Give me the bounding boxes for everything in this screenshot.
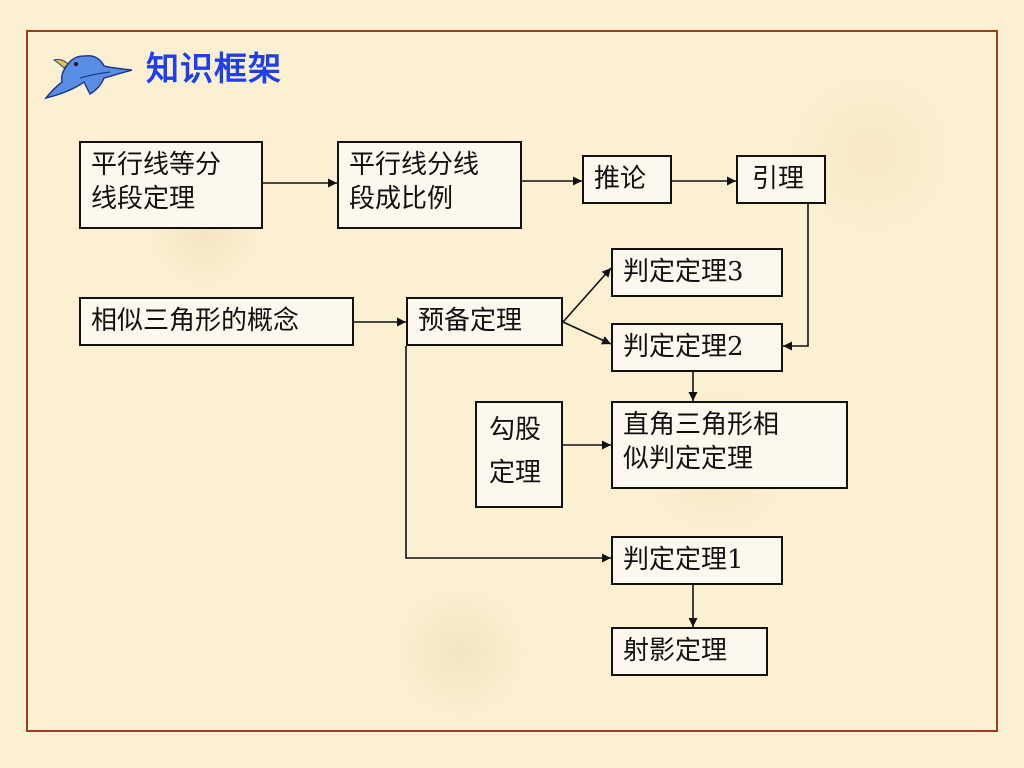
node-parallel-proportion-line2: 段成比例 bbox=[349, 183, 454, 214]
node-parallel-proportion-line1: 平行线分线 bbox=[349, 150, 480, 180]
node-similar-concept: 相似三角形的概念 bbox=[79, 297, 354, 346]
node-right-triangle-line1: 直角三角形相 bbox=[623, 410, 780, 440]
node-criterion-3: 判定定理3 bbox=[611, 248, 783, 297]
node-pythagorean-line1: 勾股 bbox=[489, 415, 542, 445]
node-criterion-3-label: 判定定理3 bbox=[623, 257, 744, 287]
slide-frame bbox=[26, 30, 998, 732]
node-parallel-equal: 平行线等分 线段定理 bbox=[79, 141, 263, 229]
node-corollary-label: 推论 bbox=[594, 164, 647, 194]
node-lemma: 引理 bbox=[736, 155, 826, 204]
node-criterion-1-label: 判定定理1 bbox=[623, 545, 744, 575]
bird-icon bbox=[44, 54, 133, 100]
node-similar-concept-label: 相似三角形的概念 bbox=[91, 306, 300, 336]
node-pythagorean-line2: 定理 bbox=[489, 457, 542, 488]
node-parallel-equal-line1: 平行线等分 bbox=[91, 150, 222, 180]
slide-title: 知识框架 bbox=[146, 49, 282, 88]
node-right-triangle-line2: 似判定定理 bbox=[623, 443, 754, 474]
node-projection-label: 射影定理 bbox=[623, 636, 728, 666]
node-preliminary-label: 预备定理 bbox=[418, 306, 523, 336]
node-lemma-label: 引理 bbox=[752, 164, 805, 194]
node-criterion-1: 判定定理1 bbox=[611, 536, 783, 585]
node-pythagorean: 勾股 定理 bbox=[475, 401, 563, 508]
node-criterion-2: 判定定理2 bbox=[611, 323, 783, 372]
node-parallel-equal-line2: 线段定理 bbox=[91, 183, 196, 214]
node-criterion-2-label: 判定定理2 bbox=[623, 332, 744, 362]
node-corollary: 推论 bbox=[582, 155, 672, 204]
node-right-triangle: 直角三角形相 似判定定理 bbox=[611, 401, 848, 489]
node-projection: 射影定理 bbox=[611, 627, 768, 676]
node-parallel-proportion: 平行线分线 段成比例 bbox=[337, 141, 522, 229]
node-preliminary: 预备定理 bbox=[406, 297, 563, 346]
